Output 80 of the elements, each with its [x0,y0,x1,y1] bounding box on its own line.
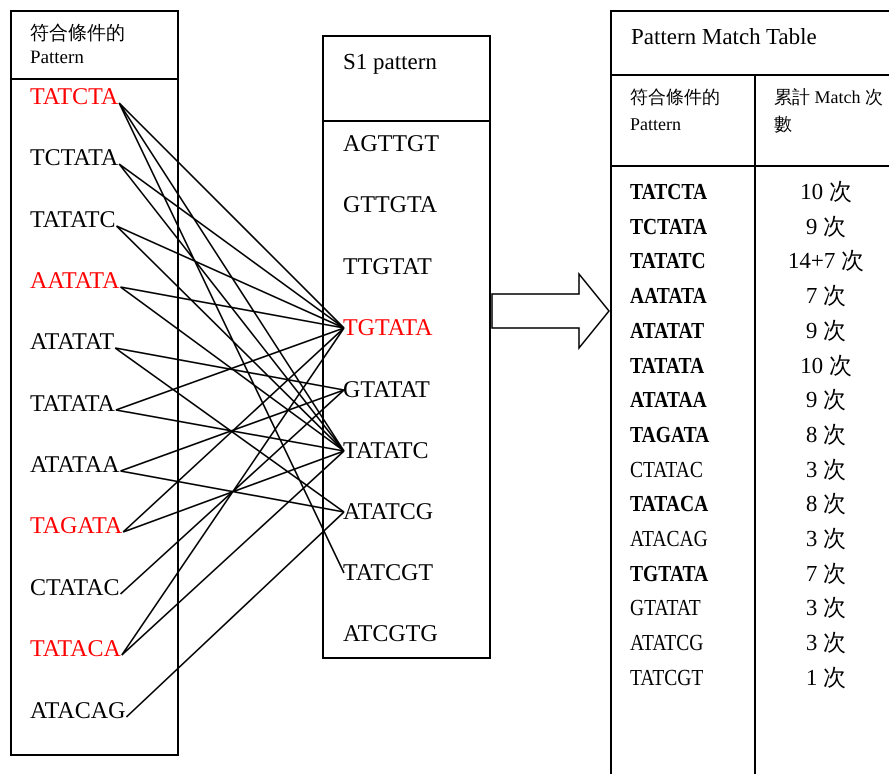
sequence-text: TATACA [30,635,121,663]
sequence-text: CTATAC [30,574,120,602]
table-cell-text: 3 次 [804,525,848,553]
sequence-text: TGTATA [343,314,432,342]
sequence-text: TATATC [30,206,116,234]
connector-line [120,286,344,452]
sequence-text: TATCGT [343,559,434,587]
connector-line [121,450,345,656]
table-cell-text: 8 次 [804,490,848,518]
connector-line [118,164,345,452]
table-cell-text: 7 次 [804,282,848,310]
connector-line [122,450,344,533]
sequence-text: TTGTAT [343,253,432,281]
sequence-text: AATATA [30,267,120,295]
table-cell-text: 9 次 [804,212,848,241]
connector-line [118,102,345,452]
table-cell: TATATA [630,352,704,380]
list-box [322,35,491,659]
table-cell-text: 3 次 [804,594,848,622]
table-cell: CTATAC [630,456,703,484]
table-cell-text: 14+7 次 [786,247,866,276]
connector-line [120,389,345,595]
connector-line [122,327,345,533]
table-cell: ATATAA [630,386,707,414]
connector-line [118,163,344,329]
table-cell: ATATAT [630,316,704,345]
sequence-text: TCTATA [30,144,118,172]
table-cell-text: 1 次 [804,664,848,692]
connector-line [118,102,345,574]
connector-line [114,347,344,513]
sequence-text: TATATC [343,437,428,465]
sequence-text: ATATAT [30,328,114,356]
table-cell: TATACA [630,490,708,518]
connector-line [118,102,345,329]
list-box [10,10,179,756]
block-arrow [491,272,610,350]
table-cell: ATACAG [630,525,708,553]
sequence-text: ATACAG [30,697,126,725]
connector-line [116,225,344,329]
table-cell-text: 8 次 [804,420,848,449]
table-cell: AATATA [630,282,707,310]
connector-line [121,328,345,656]
sequence-text: GTTGTA [343,191,438,219]
connector-line [116,225,345,452]
column-header: 累計 Match 次數 [774,86,884,136]
table-cell-text: 10 次 [799,352,853,380]
sequence-text: ATATAA [30,451,120,479]
connector-line [120,389,344,472]
connector-line [115,347,344,391]
table-cell: TGTATA [630,560,708,588]
table-cell: GTATAT [630,594,701,622]
table-frame [610,10,889,774]
box-heading: S1 pattern [343,49,437,75]
sequence-text: TATATA [30,390,115,418]
table-cell: TATCGT [630,664,704,692]
table-cell-text: 7 次 [804,560,848,588]
table-cell: TATATC [630,247,706,276]
connector-line [116,409,344,452]
sequence-text: TAGATA [30,512,122,540]
box-heading: 符合條件的 Pattern [30,22,126,70]
sequence-text: ATCGTG [343,620,438,648]
table-cell-text: 9 次 [804,386,848,414]
table-cell: TAGATA [630,420,710,449]
connector-line [120,286,344,329]
connector-line [120,470,344,513]
sequence-text: GTATAT [343,376,430,404]
column-header: 符合條件的 Pattern [630,86,720,136]
connector-line [126,511,345,718]
sequence-text: ATATCG [343,498,434,526]
box-heading: Pattern Match Table [631,24,817,50]
connector-line [116,327,344,411]
table-cell-text: 10 次 [799,178,853,206]
table-cell: TCTATA [630,212,708,241]
table-cell: TATCTA [630,178,708,206]
table-cell: ATATCG [630,629,704,658]
sequence-text: TATCTA [30,83,118,111]
table-cell-text: 3 次 [804,629,848,658]
sequence-text: AGTTGT [343,130,439,158]
table-cell-text: 9 次 [804,316,848,345]
table-cell-text: 3 次 [804,456,848,484]
